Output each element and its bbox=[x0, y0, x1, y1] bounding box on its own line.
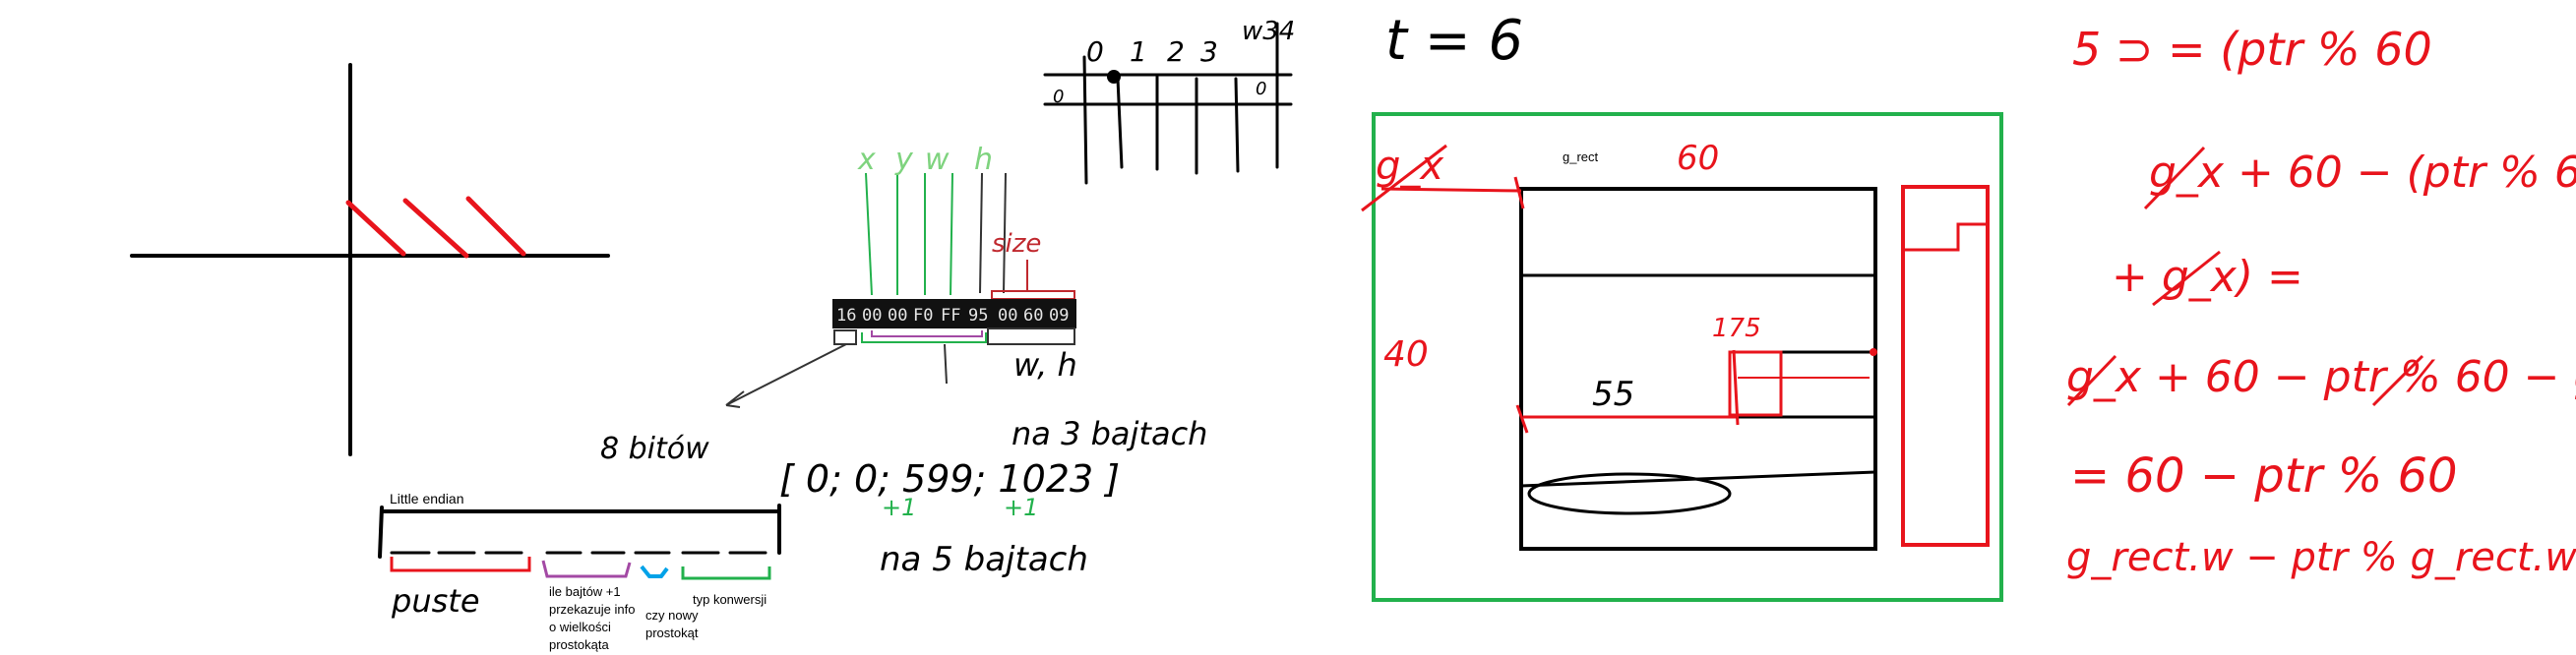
svg-text:prostokąt: prostokąt bbox=[645, 625, 699, 640]
annotation-arrows bbox=[865, 172, 953, 296]
hex-byte-6: 00 bbox=[998, 306, 1017, 326]
bytes-info-bracket bbox=[541, 560, 632, 578]
conversion-bracket bbox=[681, 566, 771, 580]
side-red-rect bbox=[1901, 185, 1990, 547]
t-equation: t = 6 bbox=[1385, 9, 1523, 73]
screen-frame bbox=[1372, 112, 2003, 602]
little-endian-title: Little endian bbox=[390, 491, 464, 506]
label-40: 40 bbox=[1383, 334, 1429, 375]
axes-sketch bbox=[130, 63, 610, 456]
hex-byte-3: F0 bbox=[913, 306, 933, 326]
puste-label: puste bbox=[391, 582, 480, 620]
svg-text:przekazuje info: przekazuje info bbox=[549, 602, 635, 617]
wh-label: w, h bbox=[1013, 346, 1077, 384]
hex-byte-4: FF bbox=[941, 306, 960, 326]
grid-label-1: 1 bbox=[1130, 35, 1147, 68]
svg-text:o wielkości: o wielkości bbox=[549, 620, 611, 634]
little-endian-frame bbox=[378, 504, 781, 559]
svg-text:prostokąta: prostokąta bbox=[549, 637, 609, 652]
grid-right-zero: 0 bbox=[1256, 79, 1266, 99]
label-175: 175 bbox=[1712, 314, 1761, 343]
bytes-info-label: ile bajtów +1 przekazuje info o wielkośc… bbox=[549, 584, 635, 652]
w-annotation: w bbox=[925, 143, 950, 177]
g-x-label: g_x bbox=[1376, 144, 1443, 189]
three-bytes-label: na 3 bajtach bbox=[1012, 415, 1207, 452]
label-60: 60 bbox=[1677, 139, 1719, 178]
grid-label-2: 2 bbox=[1167, 35, 1185, 68]
grid-label-3: 3 bbox=[1200, 35, 1218, 68]
g-x-tick bbox=[1513, 176, 1525, 209]
grid-dot bbox=[1107, 70, 1121, 84]
grid-sketch bbox=[1043, 22, 1293, 185]
hex-brackets bbox=[833, 328, 1075, 345]
svg-text:ile bajtów +1: ile bajtów +1 bbox=[549, 584, 621, 599]
hex-byte-5: 95 bbox=[968, 306, 988, 326]
x-annotation: x bbox=[857, 143, 876, 177]
grid-label-0: 0 bbox=[1086, 35, 1104, 68]
math-line-5: = 60 − ptr % 60 bbox=[2070, 448, 2458, 504]
math-line-3: + g_x) = bbox=[2112, 252, 2303, 302]
plus-one-right: +1 bbox=[1004, 494, 1038, 521]
annotation-arrows-dark bbox=[979, 172, 1007, 294]
bits-label: 8 bitów bbox=[600, 432, 709, 466]
strike-marks bbox=[1361, 144, 2424, 407]
hatch-lines bbox=[345, 196, 526, 259]
g-rect-label: g_rect bbox=[1563, 149, 1599, 164]
red-dot bbox=[1870, 348, 1877, 356]
coords-text: [ 0; 0; 599; 1023 ] bbox=[779, 457, 1120, 501]
g-rect-box bbox=[1519, 187, 1877, 551]
bits-arrow bbox=[725, 343, 847, 408]
hex-byte-7: 60 bbox=[1023, 306, 1043, 326]
hex-dump bbox=[832, 299, 1076, 328]
math-derivation: 5 ⊃ = (ptr % 60 g_x + 60 − (ptr % 60 + +… bbox=[2066, 23, 2576, 580]
new-rect-label: czy nowy prostokąt bbox=[645, 608, 699, 640]
highlight-ellipse bbox=[1527, 472, 1732, 515]
math-line-2: g_x + 60 − (ptr % 60 + bbox=[2149, 148, 2576, 198]
grid-corner-label: w34 bbox=[1242, 17, 1295, 46]
grid-left-zero: 0 bbox=[1053, 87, 1064, 107]
label-55: 55 bbox=[1592, 375, 1634, 414]
math-line-1: 5 ⊃ = (ptr % 60 bbox=[2072, 23, 2432, 76]
five-bytes-label: na 5 bajtach bbox=[880, 540, 1088, 579]
plus-one-left: +1 bbox=[882, 494, 916, 521]
small-red-rect-tick bbox=[1732, 349, 1740, 426]
small-red-rect bbox=[1728, 350, 1783, 417]
tick-55 bbox=[1515, 404, 1529, 434]
hex-byte-0: 16 bbox=[836, 306, 856, 326]
hex-byte-8: 09 bbox=[1049, 306, 1069, 326]
side-red-step bbox=[1903, 222, 1986, 252]
math-line-4: g_x + 60 − ptr % 60 − g_x = bbox=[2066, 352, 2576, 402]
size-annotation: size bbox=[992, 229, 1041, 259]
puste-bracket bbox=[390, 557, 531, 572]
new-rect-bracket bbox=[640, 565, 669, 578]
conversion-label: typ konwersji bbox=[693, 592, 767, 607]
hex-byte-1: 00 bbox=[862, 306, 882, 326]
hex-byte-2: 00 bbox=[888, 306, 907, 326]
g-x-measure bbox=[1380, 187, 1522, 193]
hex-byte-cells: 16 00 00 F0 FF 95 00 60 09 bbox=[836, 306, 1069, 326]
svg-text:czy nowy: czy nowy bbox=[645, 608, 699, 623]
y-annotation: y bbox=[894, 143, 914, 177]
math-line-6: g_rect.w − ptr % g_rect.w bbox=[2066, 535, 2576, 580]
wh-arrow bbox=[944, 343, 948, 385]
h-annotation: h bbox=[974, 143, 993, 177]
